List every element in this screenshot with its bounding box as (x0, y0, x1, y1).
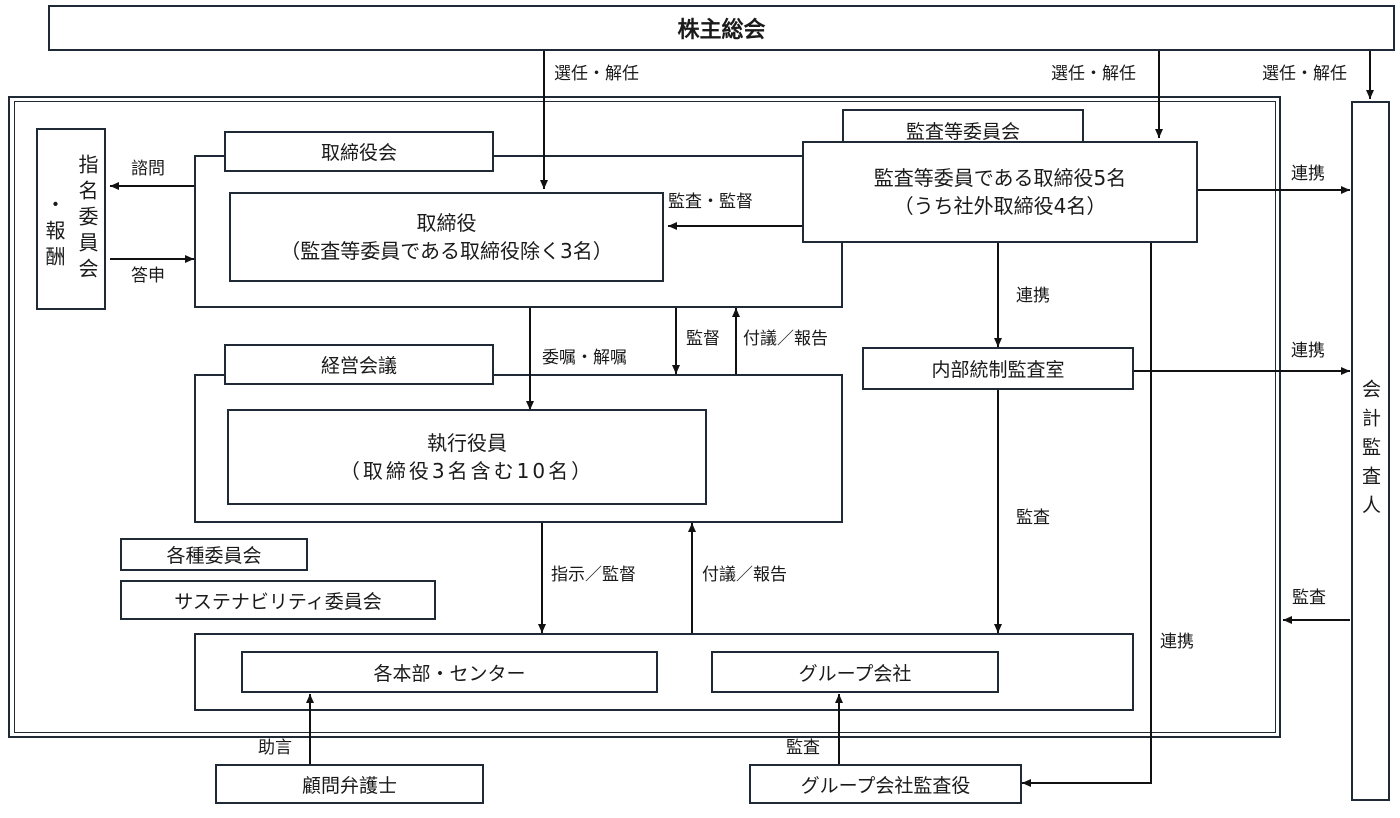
edge-label-internal-audit: 監査 (1016, 508, 1050, 528)
nomination-committee-col1: 指名委員会 (75, 154, 99, 284)
group-auditor-box: グループ会社監査役 (749, 764, 1022, 804)
edge-label-advice: 助言 (258, 738, 292, 758)
edge-label-elect-accounting: 選任・解任 (1262, 64, 1347, 84)
internal-audit-box: 内部統制監査室 (862, 347, 1134, 390)
nomination-committee-box: 指名委員会 ・報酬 (36, 128, 106, 310)
executive-officers-count: （取締役3名含む10名） (339, 459, 595, 483)
management-container (194, 374, 843, 523)
divisions-box: 各本部・センター (241, 651, 658, 693)
edge-label-coop-accounting: 連携 (1291, 164, 1325, 184)
shareholders-meeting-label: 株主総会 (677, 18, 766, 43)
management-meeting-title: 経営会議 (224, 344, 494, 385)
audit-committee-title-label: 監査等委員会 (905, 120, 1020, 143)
accounting-auditor-box: 会計監査人 (1351, 101, 1390, 801)
edge-label-consult: 諮問 (131, 159, 165, 179)
edge-label-elect-audit: 選任・解任 (1051, 64, 1136, 84)
edge-label-coop-group-auditor: 連携 (1160, 632, 1194, 652)
edge-label-accounting-audit: 監査 (1292, 588, 1326, 608)
edge-label-coop-internal-accounting: 連携 (1291, 341, 1325, 361)
various-committees-label: 各種委員会 (166, 545, 262, 567)
audit-committee-box: 監査等委員である取締役5名 （うち社外取締役4名） (802, 141, 1198, 243)
accounting-auditor-label: 会計監査人 (1359, 378, 1381, 524)
legal-advisor-box: 顧問弁護士 (215, 764, 484, 804)
company-inner-frame (14, 101, 1276, 733)
sustainability-committee-label: サステナビリティ委員会 (174, 590, 382, 613)
shareholders-meeting-box: 株主総会 (48, 5, 1395, 51)
divisions-label: 各本部・センター (373, 662, 526, 685)
executive-officers-label: 執行役員 (427, 431, 507, 455)
nomination-committee-col2: ・報酬 (42, 194, 66, 272)
internal-audit-label: 内部統制監査室 (931, 359, 1065, 381)
directors-box: 取締役 （監査等委員である取締役除く3名） (229, 192, 664, 282)
group-companies-label: グループ会社 (798, 662, 912, 685)
directors-label: 取締役 (416, 211, 477, 235)
group-companies-box: グループ会社 (711, 651, 999, 693)
management-meeting-title-label: 経営会議 (320, 355, 397, 377)
edge-label-submit-mgmt: 付議／報告 (702, 565, 787, 585)
board-title-label: 取締役会 (320, 142, 397, 164)
sustainability-committee-box: サステナビリティ委員会 (120, 580, 436, 620)
edge-label-commission: 委嘱・解嘱 (542, 348, 627, 368)
coop-group-auditor-line (1022, 234, 1155, 787)
legal-advisor-label: 顧問弁護士 (301, 774, 397, 797)
group-auditor-label: グループ会社監査役 (800, 774, 971, 797)
executive-officers-box: 執行役員 （取締役3名含む10名） (227, 409, 707, 505)
audit-committee-outside: （うち社外取締役4名） (893, 194, 1107, 218)
edge-label-supervise: 監督 (686, 329, 720, 349)
edge-label-instruct: 指示／監督 (551, 565, 636, 585)
edge-label-group-audit: 監査 (786, 738, 820, 758)
edge-label-report: 答申 (131, 266, 165, 286)
edge-label-elect-directors: 選任・解任 (554, 64, 639, 84)
edge-label-audit-supervise: 監査・監督 (668, 192, 753, 212)
various-committees-box: 各種委員会 (120, 538, 308, 571)
edge-label-submit-board: 付議／報告 (743, 329, 828, 349)
company-outer-frame (8, 96, 1281, 738)
board-title: 取締役会 (224, 131, 494, 172)
directors-count: （監査等委員である取締役除く3名） (280, 239, 613, 263)
edge-label-coop-internal: 連携 (1016, 286, 1050, 306)
audit-committee-members: 監査等委員である取締役5名 (873, 166, 1127, 190)
